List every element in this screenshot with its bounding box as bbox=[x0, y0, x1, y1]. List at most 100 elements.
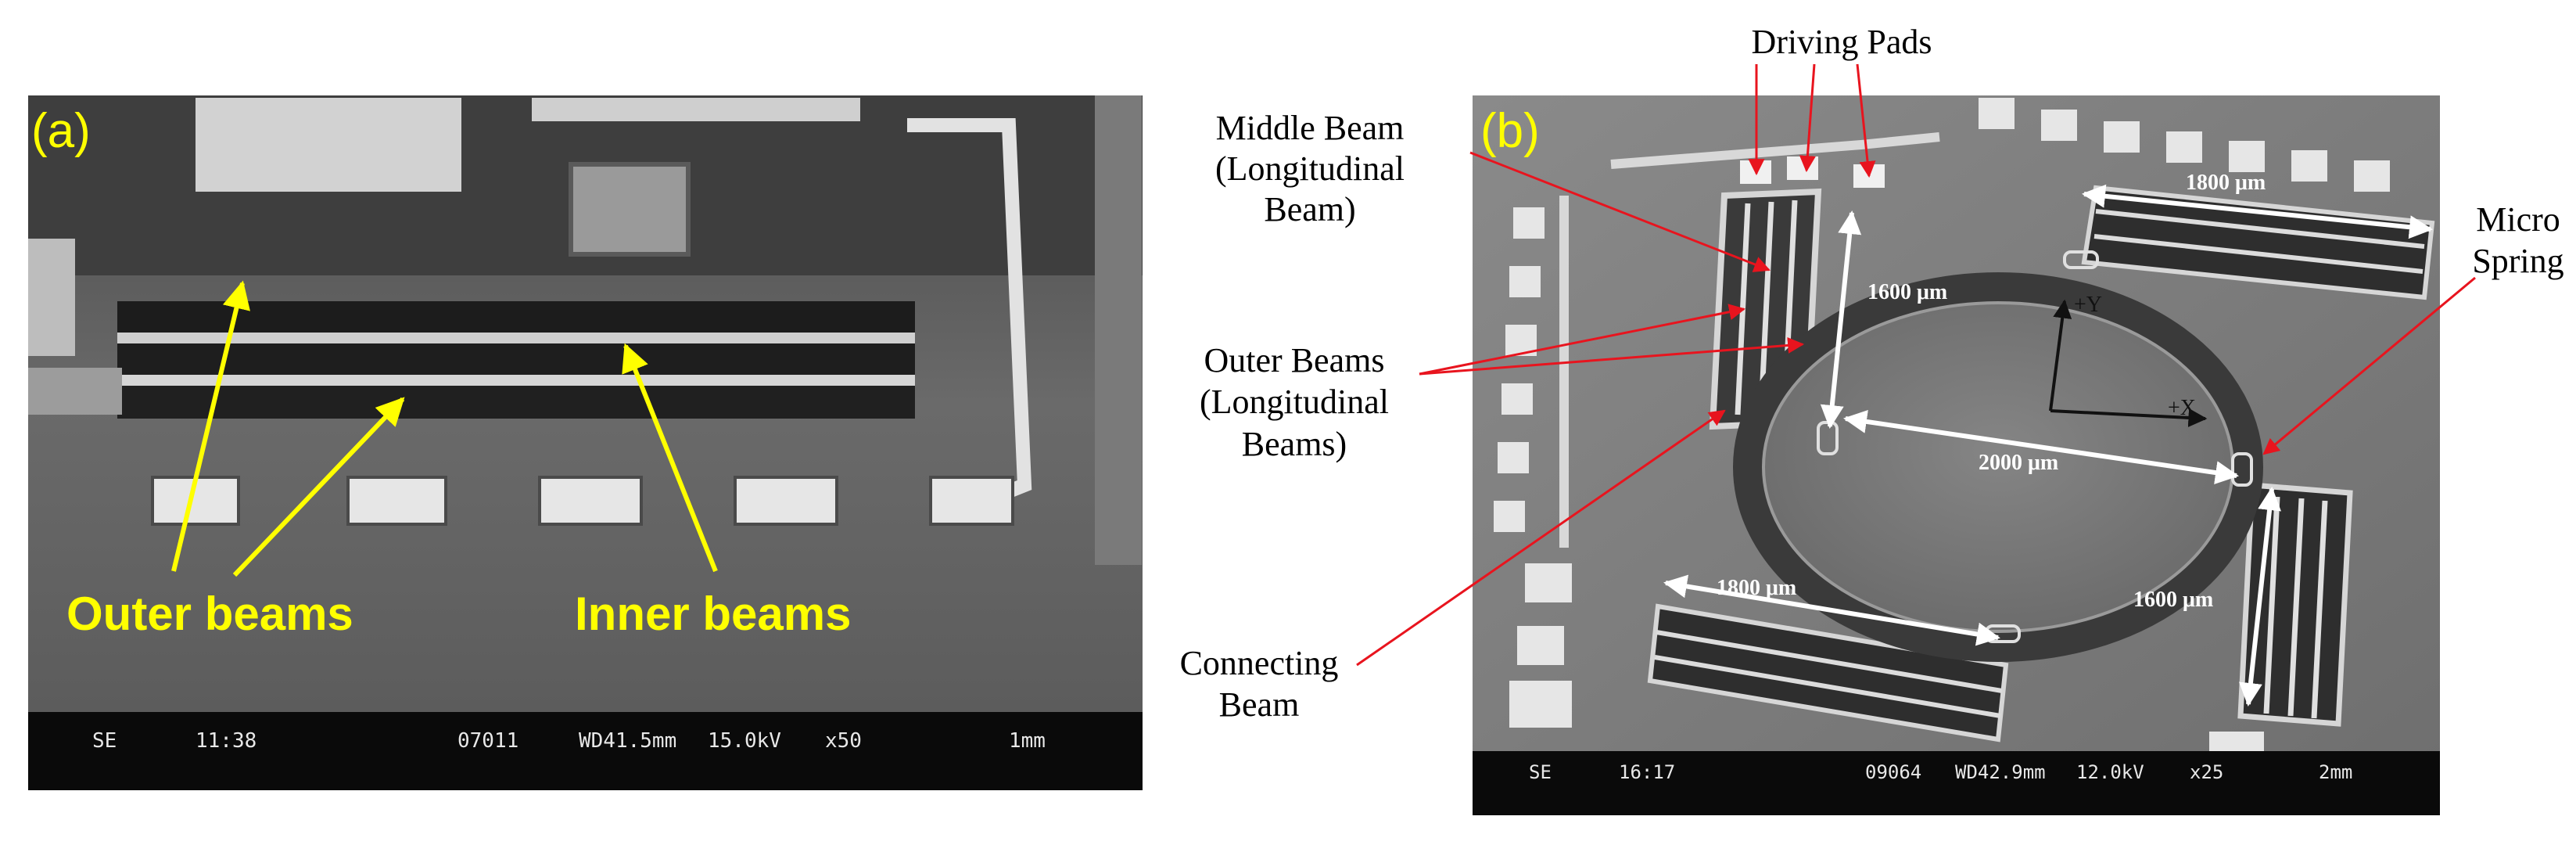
pointer-middle-beam bbox=[1469, 151, 1771, 272]
pad bbox=[1509, 266, 1541, 297]
middle-beam-label-1: Middle Beam bbox=[1216, 109, 1405, 147]
center-plate bbox=[569, 162, 691, 257]
panel-a-label: (a) bbox=[31, 104, 91, 158]
dim-label-left-vertical: 1600 μm bbox=[1867, 280, 1947, 304]
pad bbox=[346, 476, 447, 526]
pad bbox=[538, 476, 643, 526]
pad bbox=[1494, 501, 1525, 532]
beam-slot-1 bbox=[117, 301, 915, 333]
driving-pads-label: Driving Pads bbox=[1752, 23, 1932, 61]
info-bar-b bbox=[1473, 751, 2440, 815]
proof-mass-ring bbox=[1733, 272, 2263, 662]
dimension-labels: 1800 μm 1600 μm 2000 μm 1800 μm 1600 μm bbox=[1717, 171, 2266, 612]
top-left-pad bbox=[196, 98, 461, 192]
outer-beams-label: Outer beams bbox=[66, 588, 353, 640]
info-bar-a bbox=[28, 712, 1143, 790]
pad bbox=[1498, 442, 1529, 473]
info-bar-text-b: SE 16:17 09064 WD42.9mm 12.0kV x25 2mm bbox=[1529, 761, 2352, 783]
pointer-connecting-beam bbox=[1356, 409, 1726, 667]
outer-pointer-2 bbox=[232, 397, 405, 577]
micro-spring-label-2: Spring bbox=[2472, 242, 2563, 280]
inner-beams-label: Inner beams bbox=[575, 588, 851, 640]
info-kv: 12.0kV bbox=[2076, 761, 2144, 783]
micro-spring-label-1: Micro bbox=[2476, 200, 2560, 239]
pad bbox=[1525, 563, 1572, 602]
beam-slot-3 bbox=[117, 386, 915, 419]
info-kv: 15.0kV bbox=[708, 729, 781, 753]
bond-pads-top bbox=[1979, 98, 2390, 192]
pad bbox=[1517, 626, 1564, 665]
dim-right-vertical bbox=[2239, 487, 2281, 707]
pointer-outer-beam-2 bbox=[1419, 336, 1805, 376]
inner-pointer bbox=[622, 343, 718, 573]
pad bbox=[2104, 121, 2140, 153]
info-image-no: 09064 bbox=[1865, 761, 1921, 783]
pad bbox=[1501, 383, 1533, 415]
beam-anchor-left bbox=[28, 368, 122, 415]
info-mag: x50 bbox=[825, 729, 862, 753]
panel-a: SE 11:38 07011 WD41.5mm 15.0kV x50 1mm (… bbox=[28, 95, 1143, 790]
routing-traces bbox=[1559, 132, 1940, 548]
info-time: 16:17 bbox=[1619, 761, 1675, 783]
outer-beams-label-3: Beams) bbox=[1242, 425, 1347, 463]
pad bbox=[2291, 150, 2327, 182]
dim-top-right bbox=[2082, 184, 2433, 239]
beam-2 bbox=[117, 375, 915, 386]
middle-beam-label-3: Beam) bbox=[1264, 190, 1355, 228]
pointer-outer-beam-1 bbox=[1419, 304, 1746, 376]
dim-label-diameter: 2000 μm bbox=[1979, 451, 2058, 475]
info-mag: x25 bbox=[2190, 761, 2223, 783]
beam-1 bbox=[117, 333, 915, 343]
y-axis-label: +Y bbox=[2074, 293, 2102, 317]
pointer-driving-pad-2 bbox=[1799, 63, 1816, 173]
info-mode: SE bbox=[1529, 761, 1552, 783]
pad bbox=[2166, 131, 2202, 163]
beams-a bbox=[28, 301, 915, 419]
dim-left-vertical bbox=[1820, 210, 1862, 429]
x-axis-label: +X bbox=[2168, 396, 2196, 420]
right-edge bbox=[1095, 95, 1142, 565]
driving-pad bbox=[1787, 156, 1818, 180]
panel-b: +Y +X 1800 μm 1600 μm 2000 μm 1800 μm 16… bbox=[1180, 23, 2564, 815]
pad bbox=[1513, 207, 1545, 239]
pointer-micro-spring bbox=[2262, 276, 2476, 455]
outer-beams-label-2: (Longitudinal bbox=[1200, 383, 1389, 421]
pad bbox=[929, 476, 1014, 526]
info-bar-text-a: SE 11:38 07011 WD41.5mm 15.0kV x50 1mm bbox=[92, 729, 1046, 753]
connecting-beam-label-2: Beam bbox=[1219, 685, 1300, 724]
pad bbox=[2229, 141, 2265, 172]
dim-diameter bbox=[1843, 410, 2239, 484]
info-mode: SE bbox=[92, 729, 117, 753]
middle-beam-label-2: (Longitudinal bbox=[1215, 149, 1405, 188]
outer-beams-label-1: Outer Beams bbox=[1204, 341, 1385, 379]
dim-bottom-left bbox=[1663, 574, 2000, 646]
panel-b-label: (b) bbox=[1480, 104, 1540, 158]
left-pad bbox=[28, 239, 75, 356]
pad bbox=[1509, 681, 1572, 728]
y-axis-line bbox=[2049, 299, 2072, 412]
pointer-driving-pad-3 bbox=[1856, 63, 1876, 178]
bond-pads-left bbox=[1494, 207, 1572, 728]
info-image-no: 07011 bbox=[457, 729, 518, 753]
connecting-beam-label-1: Connecting bbox=[1180, 644, 1339, 682]
info-wd: WD42.9mm bbox=[1955, 761, 2046, 783]
info-time: 11:38 bbox=[196, 729, 257, 753]
outer-pointer-1 bbox=[171, 280, 250, 572]
red-pointers bbox=[1356, 63, 2476, 667]
dim-label-right-vertical: 1600 μm bbox=[2133, 588, 2213, 612]
dim-label-top-right: 1800 μm bbox=[2186, 171, 2266, 195]
dim-label-bottom-left: 1800 μm bbox=[1717, 576, 1796, 600]
pad bbox=[2041, 110, 2077, 141]
annotation-labels: Driving Pads Middle Beam (Longitudinal B… bbox=[1180, 23, 2564, 724]
dimension-arrows bbox=[1663, 184, 2433, 707]
yellow-annotations bbox=[171, 280, 718, 577]
pad bbox=[2354, 160, 2390, 192]
info-scale: 2mm bbox=[2319, 761, 2352, 783]
top-center-pad bbox=[532, 98, 860, 121]
info-scale: 1mm bbox=[1009, 729, 1046, 753]
pad bbox=[734, 476, 838, 526]
info-wd: WD41.5mm bbox=[579, 729, 676, 753]
beam-slot-2 bbox=[117, 343, 915, 375]
pad bbox=[1979, 98, 2015, 129]
